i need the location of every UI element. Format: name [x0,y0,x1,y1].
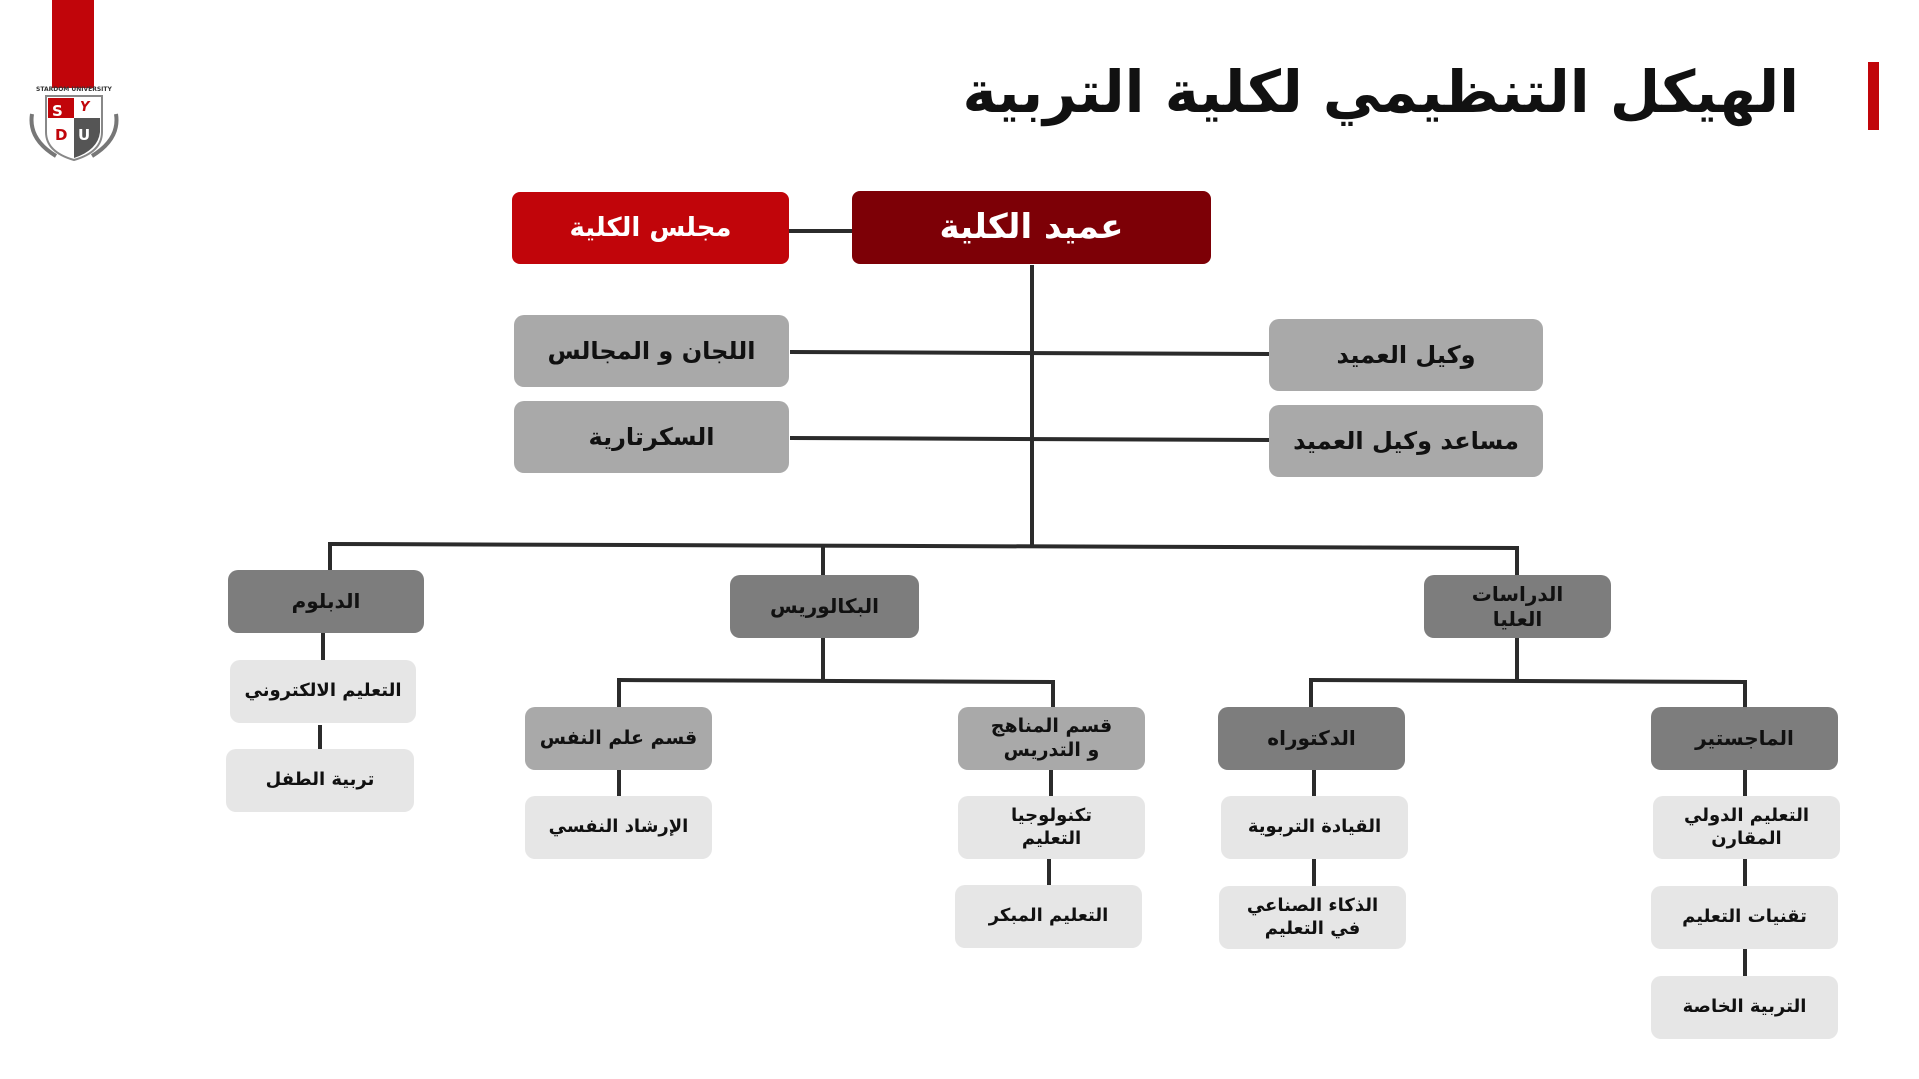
masters-box: الماجستير [1651,707,1838,770]
title-accent-bar [1868,62,1879,130]
council-box: مجلس الكلية [512,192,789,264]
masters-item-comparative: التعليم الدولي المقارن [1653,796,1840,859]
psychology-dept-box: قسم علم النفس [525,707,712,770]
doctorate-item-leadership: القيادة التربوية [1221,796,1408,859]
page-title: الهيكل التنظيمي لكلية التربية [962,58,1799,126]
curricula-item-early-ed: التعليم المبكر [955,885,1142,948]
logo-letter-s: S [52,102,63,120]
secretariat-box: السكرتارية [514,401,789,473]
diploma-item-elearning: التعليم الالكتروني [230,660,416,723]
masters-item-techniques: تقنيات التعليم [1651,886,1838,949]
dean-box: عميد الكلية [852,191,1211,264]
psychology-item-counseling: الإرشاد النفسي [525,796,712,859]
logo-banner-strip [52,0,94,88]
logo-letter-d: D [55,126,68,144]
masters-item-special-ed: التربية الخاصة [1651,976,1838,1039]
university-logo [29,95,119,162]
bachelor-box: البكالوريس [730,575,919,638]
diploma-box: الدبلوم [228,570,424,633]
vice-dean-box: وكيل العميد [1269,319,1543,391]
postgrad-box: الدراسات العليا [1424,575,1611,638]
curricula-dept-box: قسم المناهج و التدريس [958,707,1145,770]
committees-box: اللجان و المجالس [514,315,789,387]
diploma-item-child-education: تربية الطفل [226,749,414,812]
doctorate-item-ai: الذكاء الصناعي في التعليم [1219,886,1406,949]
curricula-item-ed-tech: تكنولوجيا التعليم [958,796,1145,859]
logo-text: STARDOM UNIVERSITY [36,86,112,93]
logo-letter-u: U [78,126,91,144]
logo-letter-y: Y [80,100,90,115]
doctorate-box: الدكتوراه [1218,707,1405,770]
assistant-vice-dean-box: مساعد وكيل العميد [1269,405,1543,477]
